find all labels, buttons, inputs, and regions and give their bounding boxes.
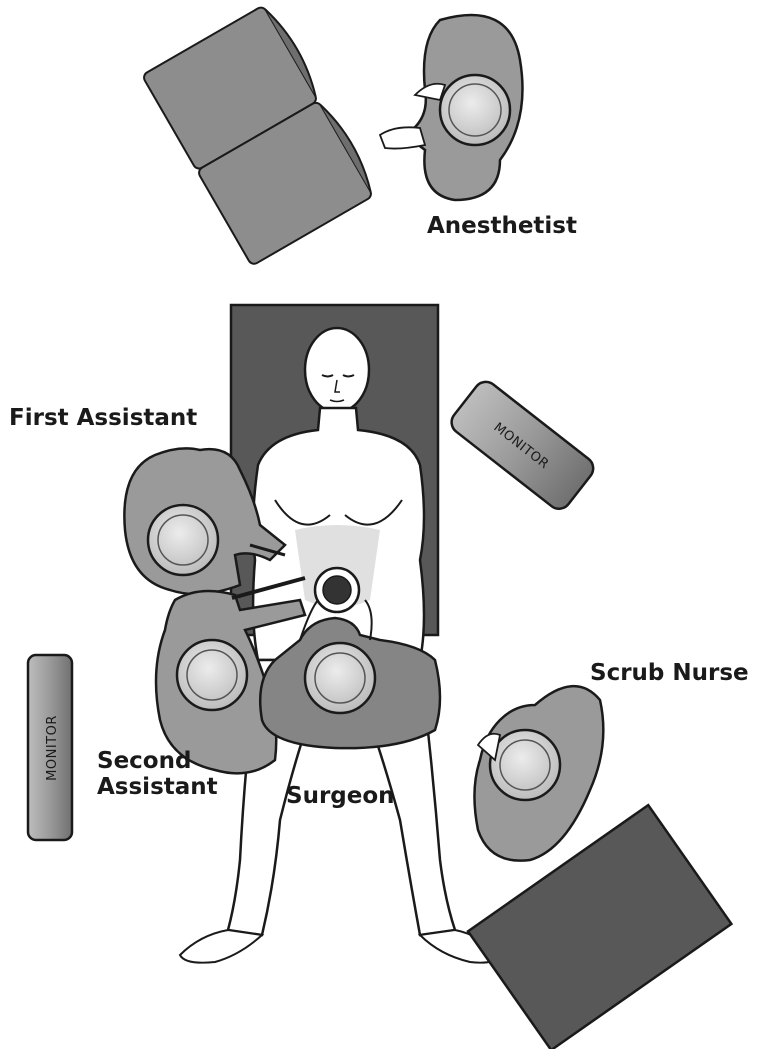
scrub-nurse-label: Scrub Nurse: [590, 661, 749, 687]
scrub-nurse-figure: [474, 686, 603, 860]
anesthetist-label: Anesthetist: [427, 214, 577, 240]
surgeon-label: Surgeon: [286, 784, 395, 810]
monitor-left: MONITOR: [28, 655, 72, 840]
anesthetist-figure: [380, 15, 523, 200]
monitor-right: MONITOR: [447, 377, 598, 514]
second-assistant-label: Second Assistant: [97, 749, 218, 801]
anesthesia-machine: [142, 2, 380, 266]
first-assistant-label: First Assistant: [9, 406, 197, 432]
monitor-left-label: MONITOR: [45, 715, 60, 781]
